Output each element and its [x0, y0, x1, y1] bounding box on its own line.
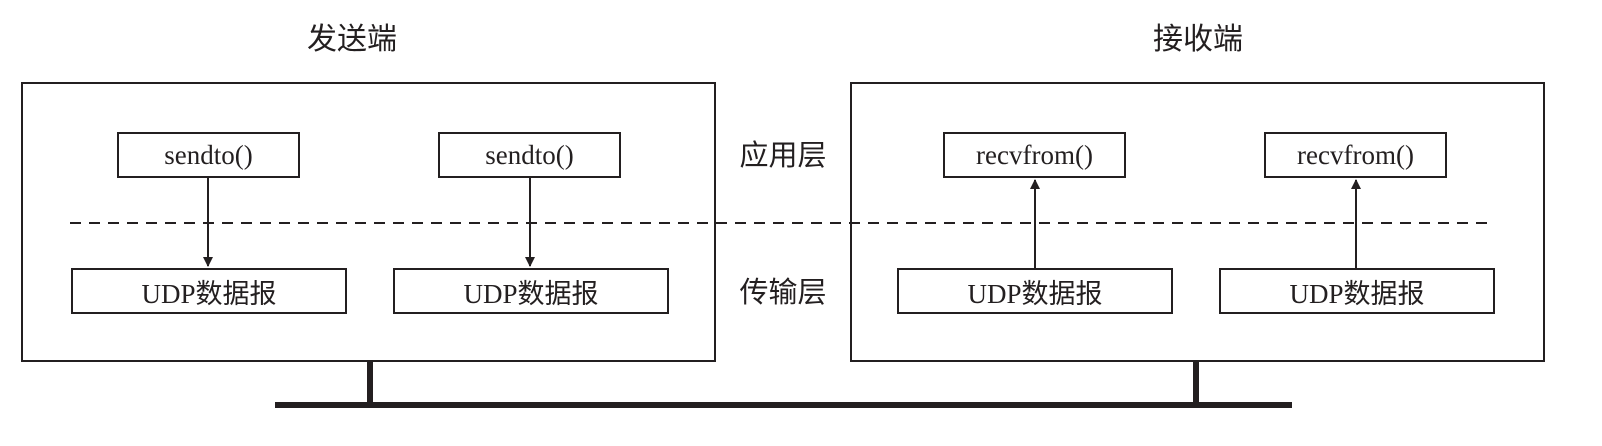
- sender-sendto-box-1: sendto(): [117, 132, 300, 178]
- sender-udp-datagram-box-1: UDP数据报: [71, 268, 347, 314]
- receiver-title: 接收端: [1153, 22, 1243, 57]
- sender-sendto-box-2: sendto(): [438, 132, 621, 178]
- sender-title: 发送端: [307, 22, 397, 57]
- transport-layer-label: 传输层: [739, 275, 827, 309]
- application-layer-label: 应用层: [739, 138, 827, 172]
- receiver-recvfrom-box-1: recvfrom(): [943, 132, 1126, 178]
- receiver-udp-datagram-box-2: UDP数据报: [1219, 268, 1495, 314]
- receiver-recvfrom-box-2: recvfrom(): [1264, 132, 1447, 178]
- receiver-udp-datagram-box-1: UDP数据报: [897, 268, 1173, 314]
- sender-udp-datagram-box-2: UDP数据报: [393, 268, 669, 314]
